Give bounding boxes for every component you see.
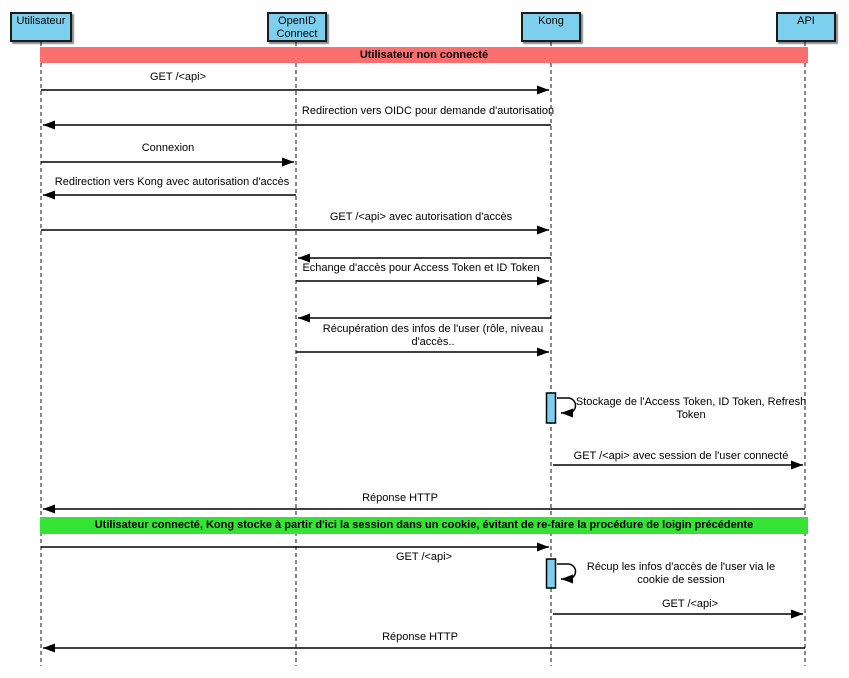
message-label-2: Redirection vers OIDC pour demande d'aut… [301, 105, 555, 117]
message-label-5: GET /<api> avec autorisation d'accès [329, 211, 513, 223]
actor-kong: Kong [521, 12, 581, 42]
band-user-not-connected: Utilisateur non connecté [40, 47, 808, 63]
message-label-1: GET /<api> [149, 71, 207, 83]
message-label-10: Stockage de l'Access Token, ID Token, Re… [575, 396, 807, 421]
message-label-3: Connexion [141, 142, 195, 154]
message-label-4: Redirection vers Kong avec autorisation … [54, 176, 290, 188]
message-label-16: Réponse HTTP [382, 631, 458, 643]
message-label-13: GET /<api> [395, 551, 453, 563]
message-label-14: Récup les infos d'accès de l'user via le… [586, 561, 776, 586]
activation-bar-kong-2 [545, 558, 557, 589]
self-message-arrow-1 [557, 397, 577, 418]
band-user-connected: Utilisateur connecté, Kong stocke à part… [40, 517, 808, 534]
message-label-9: Récupération des infos de l'user (rôle, … [322, 323, 544, 348]
message-label-12: Réponse HTTP [362, 492, 438, 504]
actor-openid-connect: OpenID Connect [267, 12, 327, 42]
actor-utilisateur: Utilisateur [10, 12, 72, 42]
self-message-arrow-2 [557, 563, 577, 584]
message-label-7: Echange d'accès pour Access Token et ID … [302, 262, 540, 274]
activation-bar-kong-1 [545, 392, 557, 424]
message-label-11: GET /<api> avec session de l'user connec… [573, 450, 789, 462]
message-label-15: GET /<api> [661, 598, 719, 610]
actor-api: API [776, 12, 836, 42]
